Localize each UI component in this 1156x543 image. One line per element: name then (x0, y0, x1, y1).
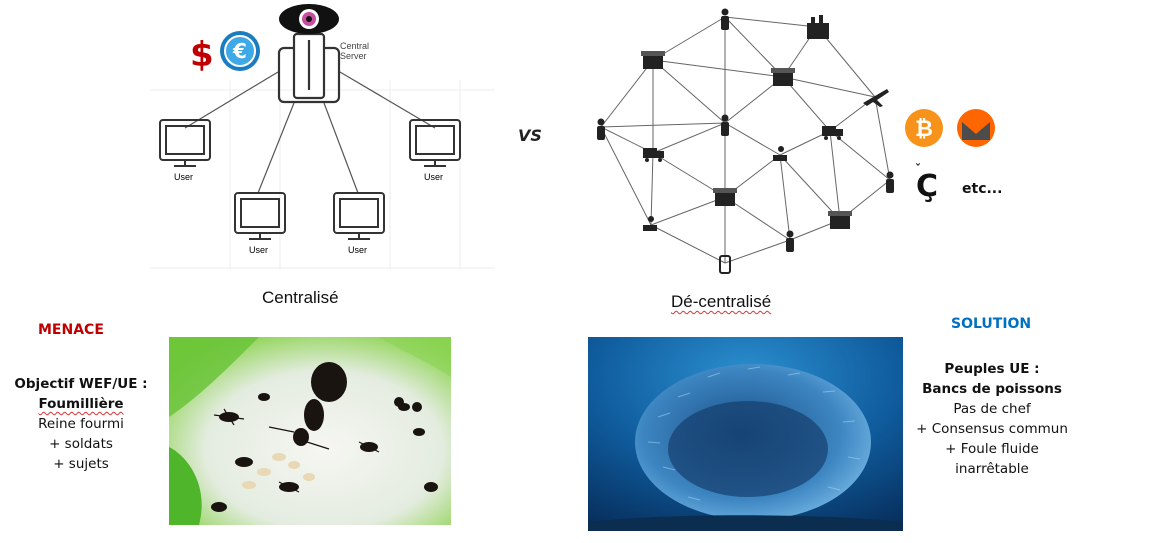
airplane-icon (863, 89, 889, 107)
user-monitor-icon (409, 119, 461, 167)
menace-heading: MENACE (38, 322, 104, 338)
server-label-line1: Central (340, 41, 369, 51)
user-label: User (174, 172, 193, 182)
etc-label: etc... (962, 181, 1003, 197)
solution-line-fluid-crowd: + Foule fluide (945, 441, 1039, 457)
menace-line-queen: Reine fourmi (38, 416, 124, 432)
solution-line-fish-schools: Bancs de poissons (922, 381, 1062, 397)
person-icon (721, 8, 729, 30)
user-label: User (424, 172, 443, 182)
laptop-user-icon (643, 216, 657, 231)
person-icon (886, 171, 894, 193)
menace-line-subjects: + sujets (53, 456, 109, 472)
svg-text:Ç: Ç (916, 169, 938, 203)
factory-icon (807, 15, 829, 39)
solution-text: Peuples UE : Bancs de poissons Pas de ch… (902, 359, 1082, 479)
g1-currency-icon: Ç ˇ (915, 162, 938, 203)
person-icon (786, 230, 794, 252)
decentralized-network-diagram (597, 8, 894, 274)
bitcoin-icon: ₿ (905, 109, 943, 147)
menace-line-soldiers: + soldats (49, 436, 113, 452)
crypto-icons: ₿ Ç ˇ (905, 109, 995, 203)
svg-text:ˇ: ˇ (915, 162, 921, 176)
connection-lines (184, 71, 436, 194)
user-label: User (249, 245, 268, 255)
fish-school-photo (588, 337, 903, 531)
phone-icon (719, 255, 731, 274)
solution-line-peoples: Peuples UE : (944, 361, 1040, 377)
person-icon (597, 118, 605, 140)
menace-text: Objectif WEF/UE : Foumillière Reine four… (0, 374, 162, 474)
server-label-line2: Server (340, 51, 367, 61)
euro-coin-icon: € (220, 31, 260, 71)
shop-icon (713, 188, 737, 206)
grid-lines (150, 80, 495, 270)
vs-label: VS (518, 126, 542, 145)
decentralized-caption: Dé-centralisé (671, 292, 772, 311)
truck-icon (822, 126, 843, 140)
laptop-user-icon (773, 146, 787, 161)
euro-symbol: € (232, 39, 247, 63)
centralized-caption: Centralisé (262, 288, 339, 307)
menace-line-fourmiliere: Foumillière (38, 396, 124, 412)
shop-icon (641, 51, 665, 69)
centralized-diagram: Central Server $ € User User User User (150, 4, 495, 270)
user-label: User (348, 245, 367, 255)
person-icon (721, 114, 729, 136)
network-edges (600, 16, 891, 264)
shop-icon (828, 211, 852, 229)
user-monitor-icon (159, 119, 211, 167)
ant-colony-photo (169, 337, 451, 525)
solution-line-no-leader: Pas de chef (953, 401, 1031, 417)
solution-heading: SOLUTION (951, 316, 1032, 332)
user-monitor-icon (333, 192, 385, 240)
user-monitor-icon (234, 192, 286, 240)
network-nodes (597, 8, 894, 274)
dollar-icon: $ (190, 35, 214, 75)
solution-line-consensus: + Consensus commun (916, 421, 1068, 437)
monero-icon (957, 109, 995, 147)
shop-icon (771, 68, 795, 86)
solution-line-unstoppable: inarrêtable (955, 461, 1029, 477)
menace-line-objective: Objectif WEF/UE : (14, 376, 148, 392)
server-icon (277, 32, 341, 104)
truck-icon (643, 148, 664, 162)
svg-text:₿: ₿ (915, 117, 933, 142)
eye-icon (279, 4, 339, 34)
